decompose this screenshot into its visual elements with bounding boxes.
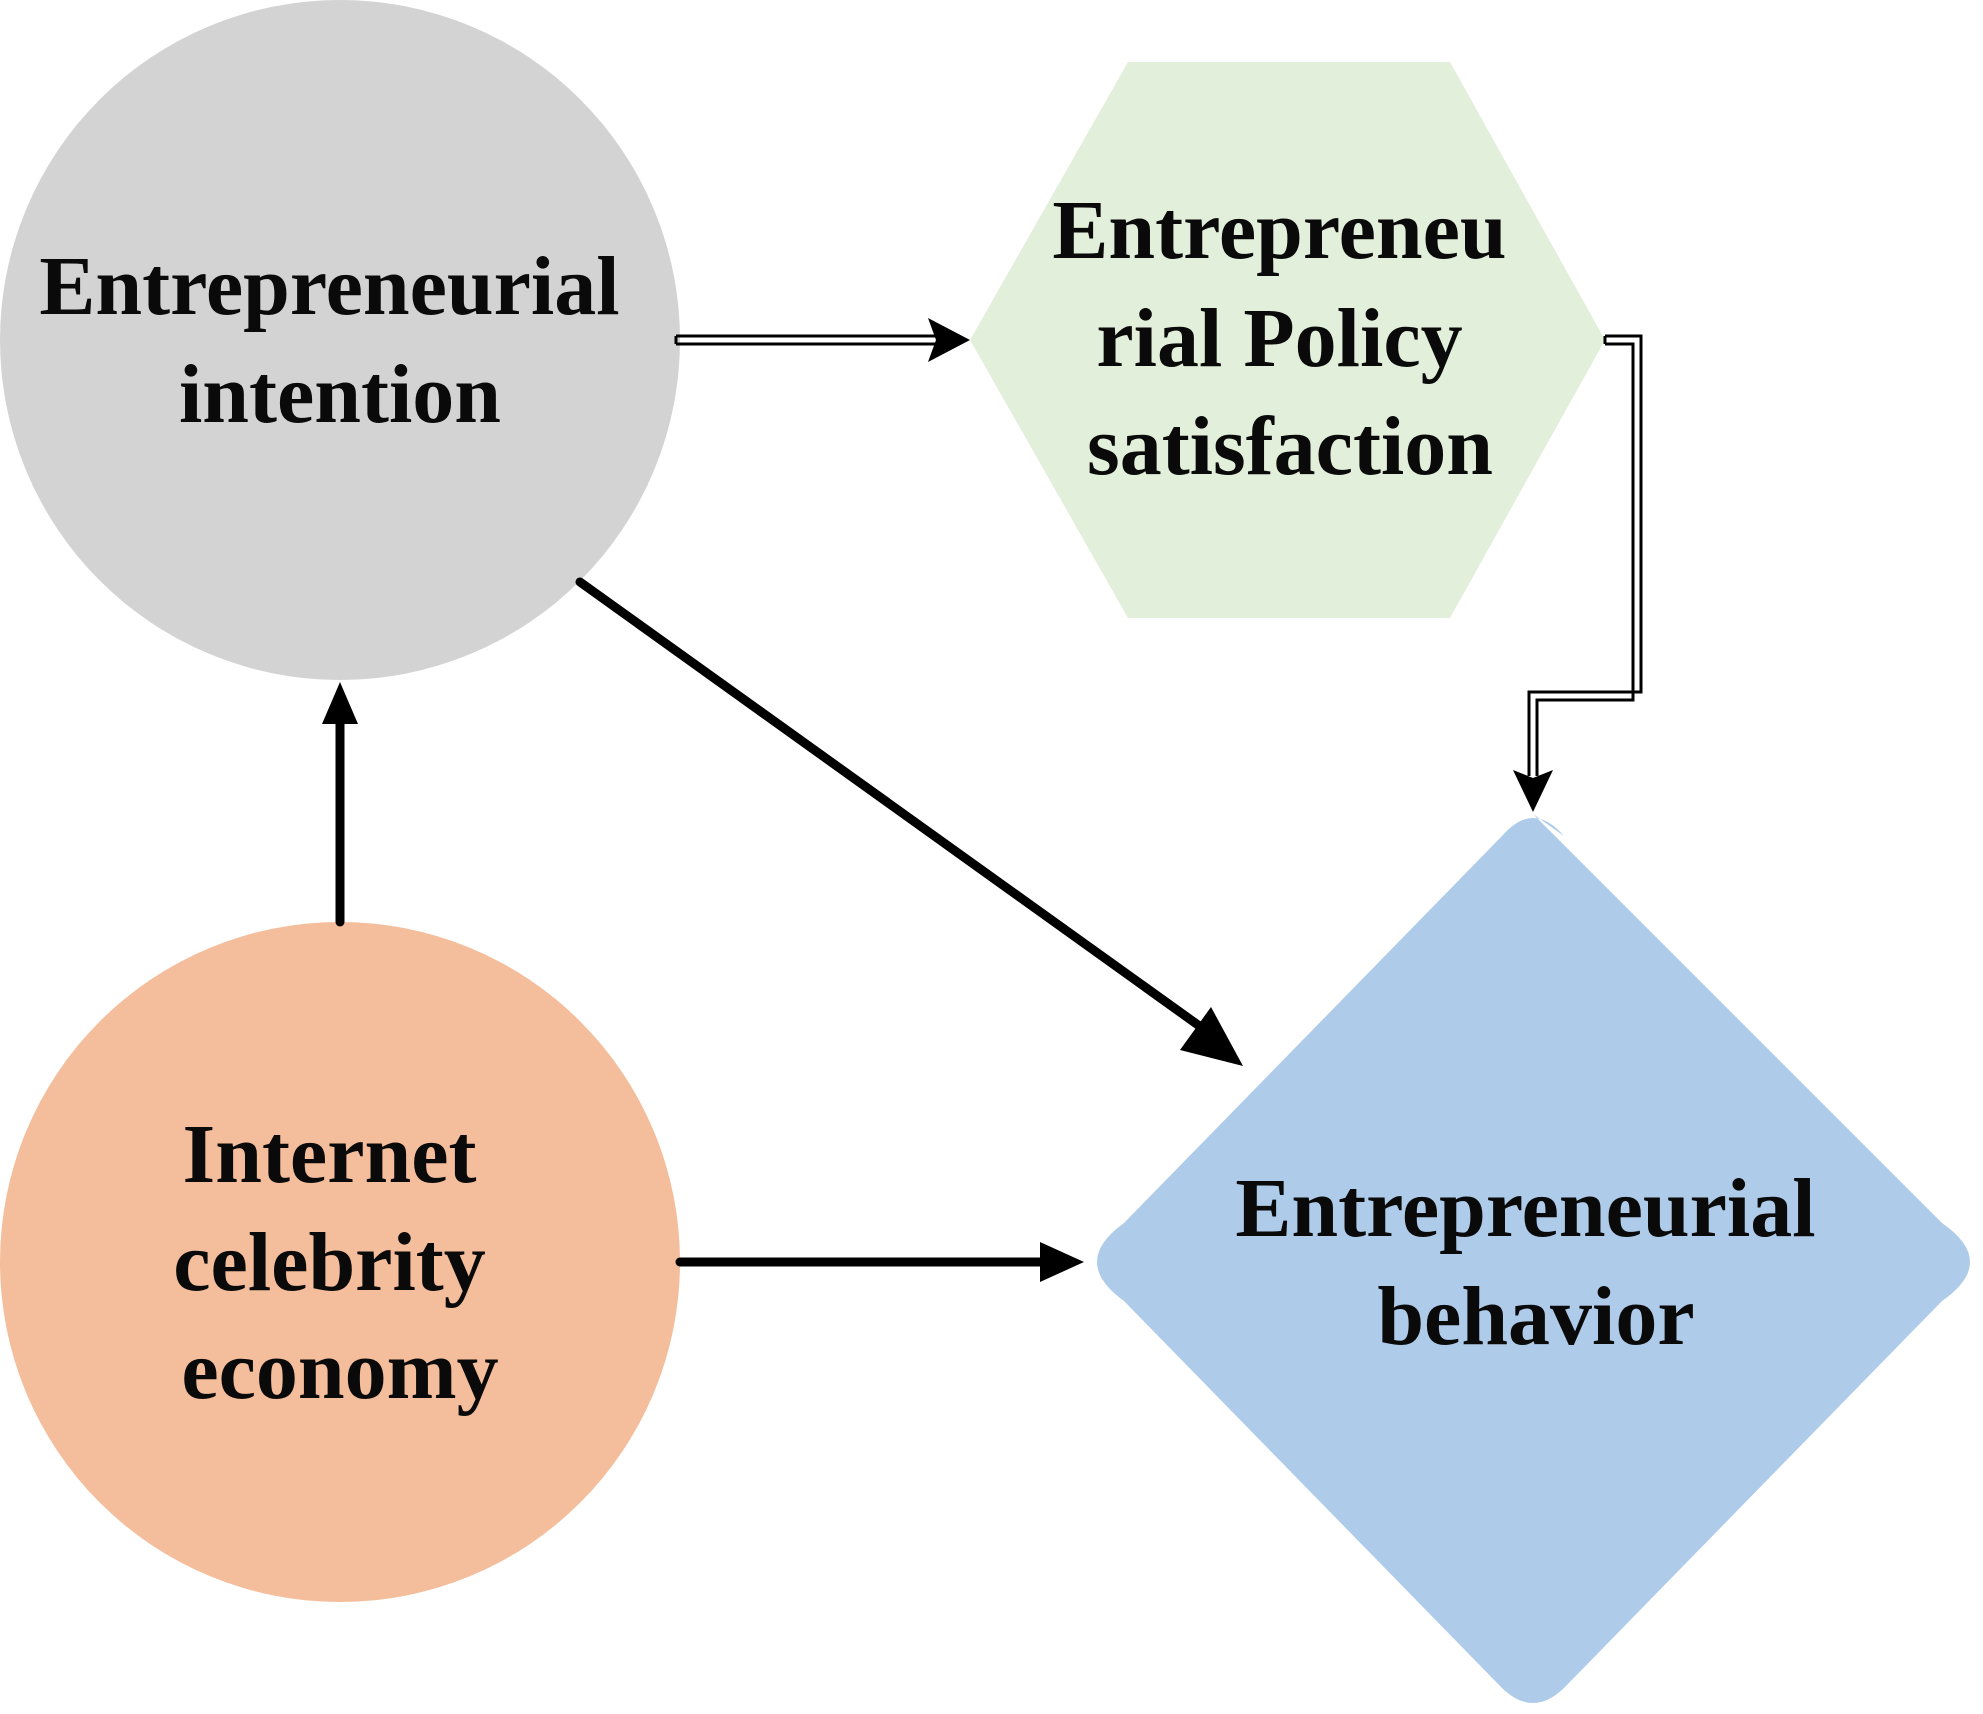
node-intention-line-1: Entrepreneurial xyxy=(39,240,619,333)
edge-intention-to-behavior xyxy=(575,577,1243,1066)
node-economy-line-2: celebrity xyxy=(173,1216,486,1309)
node-behavior-line-1: Entrepreneurial xyxy=(1235,1162,1815,1255)
node-policy-line-2: rial Policy xyxy=(1096,292,1462,385)
arrowhead-economy-to-behavior xyxy=(1040,1242,1084,1282)
node-behavior-line-2: behavior xyxy=(1377,1270,1694,1363)
node-behavior-label: Entrepreneurial behavior xyxy=(1235,1162,1836,1363)
node-intention-label: Entrepreneurial intention xyxy=(39,240,640,441)
arrowhead-intention-to-policy xyxy=(928,318,970,362)
node-policy-line-3: satisfaction xyxy=(1087,400,1493,493)
node-economy-line-1: Internet xyxy=(183,1108,477,1201)
node-intention-line-2: intention xyxy=(179,348,501,441)
edge-policy-to-behavior xyxy=(1513,334,1643,812)
edge-economy-to-intention xyxy=(322,682,358,927)
edge-economy-to-behavior xyxy=(675,1242,1084,1282)
node-economy-label: Internet celebrity economy xyxy=(173,1108,507,1417)
arrowhead-economy-to-intention xyxy=(322,682,358,724)
node-policy-label: Entrepreneu rial Policy satisfaction xyxy=(1052,184,1527,493)
arrowhead-intention-to-behavior xyxy=(1180,1007,1243,1066)
node-economy-line-3: economy xyxy=(181,1324,498,1417)
node-intention-shape xyxy=(0,0,680,680)
node-policy-shape xyxy=(970,62,1605,618)
edge-intention-to-policy xyxy=(674,318,970,362)
node-economy-shape xyxy=(0,922,680,1602)
arrowhead-policy-to-behavior xyxy=(1513,770,1553,812)
node-behavior-shape xyxy=(1097,814,1970,1703)
node-policy-line-1: Entrepreneu xyxy=(1052,184,1506,277)
